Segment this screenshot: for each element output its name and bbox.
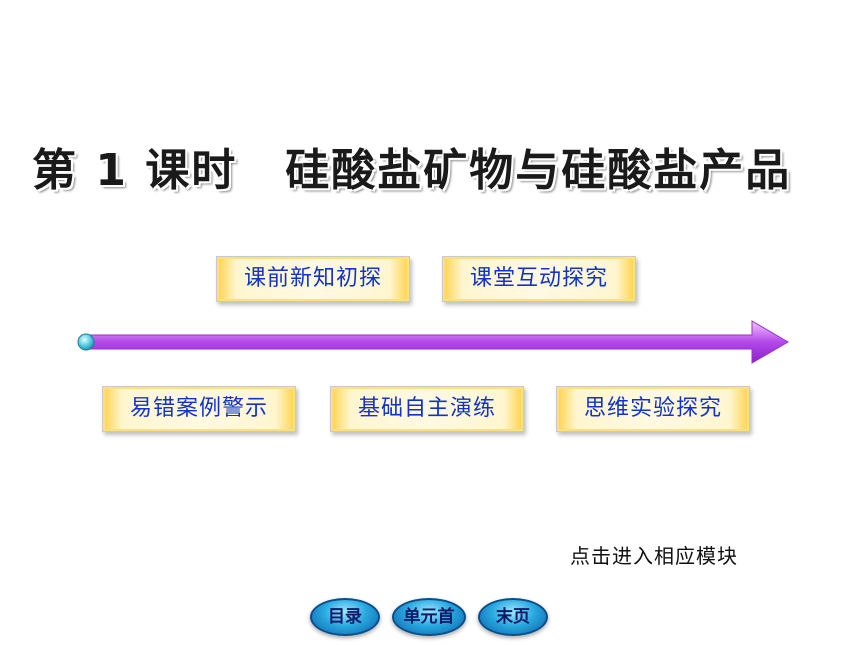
module-experiment-button[interactable]: 思维实验探究 xyxy=(556,386,750,432)
last-page-button[interactable]: 末页 xyxy=(478,598,548,636)
lesson-name: 硅酸盐矿物与硅酸盐产品 xyxy=(285,145,792,196)
lesson-number: 第 1 课时 xyxy=(32,145,238,196)
timeline-arrow-icon xyxy=(77,320,789,364)
module-basic-practice-button[interactable]: 基础自主演练 xyxy=(330,386,524,432)
instruction-text: 点击进入相应模块 xyxy=(570,544,738,568)
toc-button[interactable]: 目录 xyxy=(310,598,380,636)
module-error-cases-button[interactable]: 易错案例警示 xyxy=(102,386,296,432)
module-pre-class-button[interactable]: 课前新知初探 xyxy=(216,256,410,302)
lesson-title: 第 1 课时硅酸盐矿物与硅酸盐产品 xyxy=(32,138,842,204)
module-classroom-button[interactable]: 课堂互动探究 xyxy=(442,256,636,302)
unit-first-button[interactable]: 单元首 xyxy=(392,598,466,636)
